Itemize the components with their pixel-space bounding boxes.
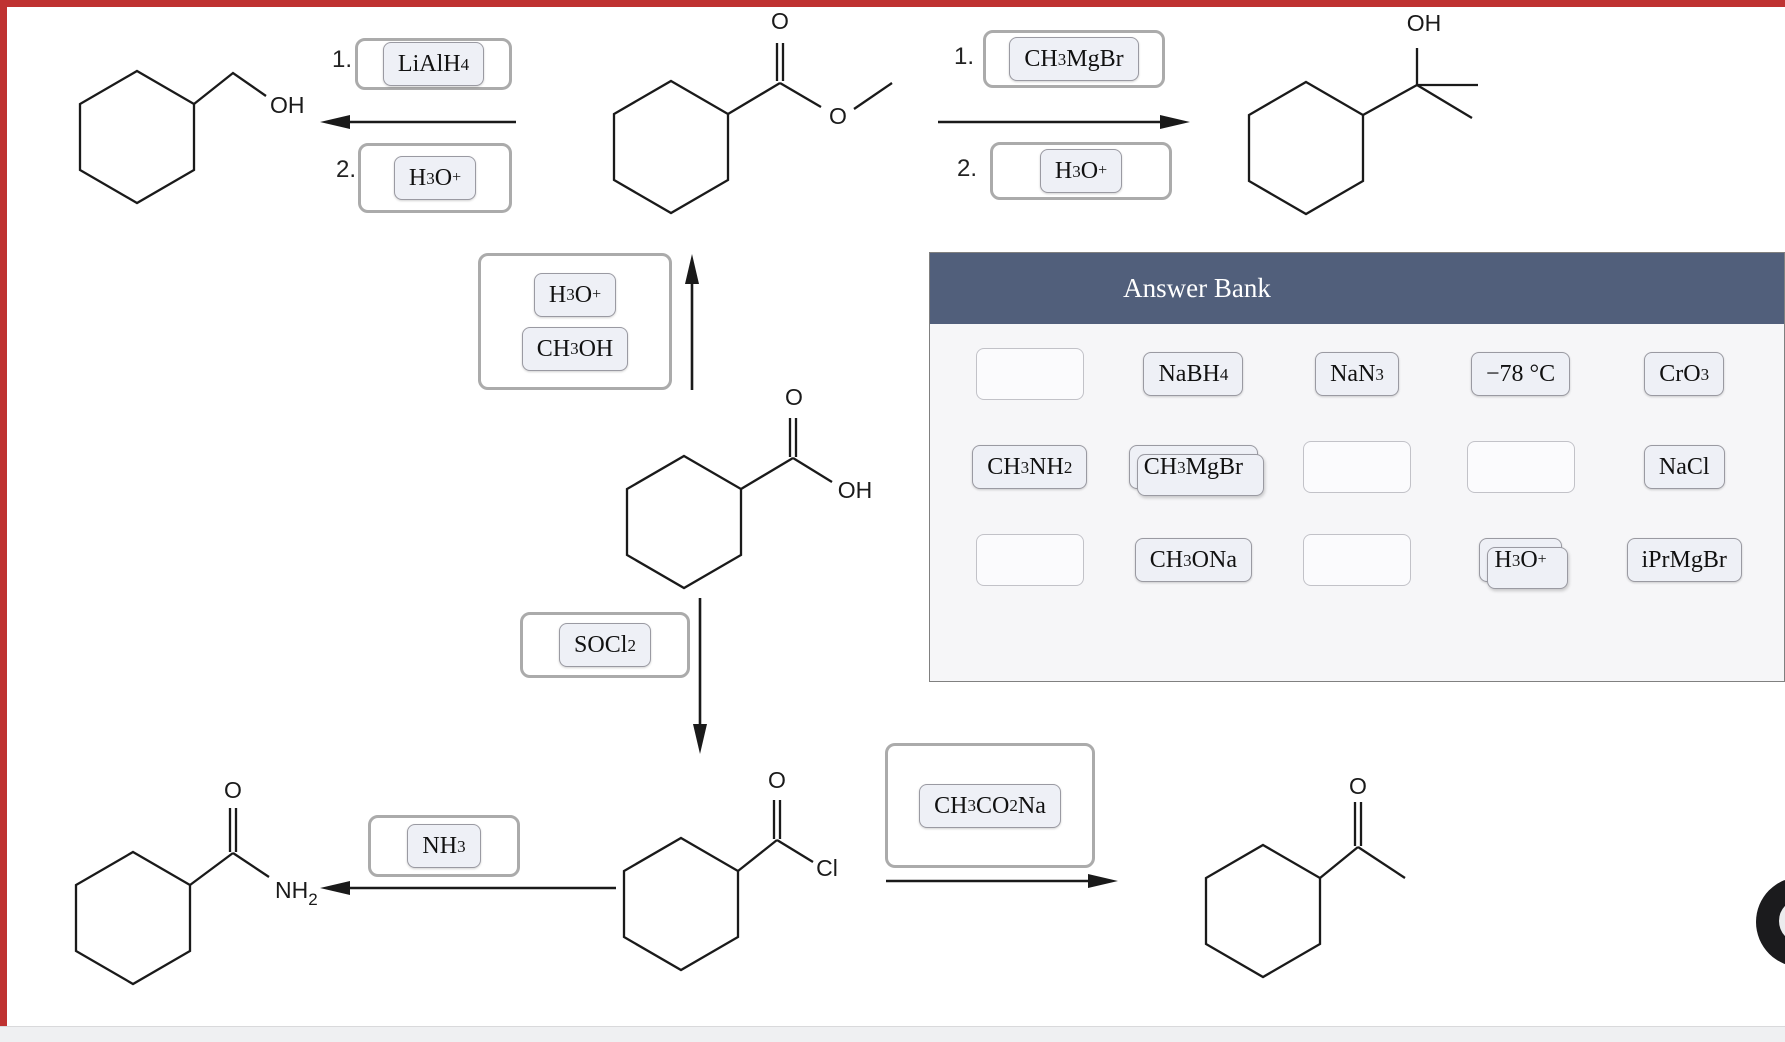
svg-text:OH: OH — [270, 92, 305, 118]
badge-ring-icon — [1779, 899, 1785, 943]
molecule-carboxylic-acid: O OH — [608, 373, 908, 608]
bank-empty-slot[interactable] — [975, 534, 1084, 586]
bank-chip[interactable]: −78 °C — [1471, 352, 1571, 396]
svg-text:NH2: NH2 — [275, 877, 318, 909]
page-border-left — [0, 0, 7, 1026]
reaction-arrow-ester-to-tert-alcohol — [936, 110, 1192, 139]
molecule-acid-chloride: O Cl — [608, 753, 908, 988]
molecule-primary-alcohol: OH — [58, 48, 328, 223]
horizontal-scrollbar-track[interactable] — [0, 1026, 1785, 1042]
svg-text:O: O — [768, 767, 786, 793]
answer-bank-header: Answer Bank — [930, 253, 1784, 324]
answer-bank-title: Answer Bank — [1123, 273, 1271, 303]
bank-empty-slot[interactable] — [1466, 441, 1575, 493]
molecule-methyl-ester: O O — [588, 3, 918, 223]
molecule-amide: O NH2 — [53, 753, 363, 998]
reaction-arrow-chloride-to-amide — [318, 876, 618, 905]
step-1-label-left: 1. — [332, 46, 353, 73]
svg-text:O: O — [829, 103, 847, 129]
svg-text:O: O — [771, 8, 789, 34]
svg-text:O: O — [785, 384, 803, 410]
step-1-label-right: 1. — [954, 43, 975, 70]
step-2-label-right: 2. — [957, 155, 978, 182]
svg-text:OH: OH — [838, 477, 873, 503]
molecule-methyl-ketone: O — [1183, 748, 1483, 988]
bank-chip[interactable]: iPrMgBr — [1626, 538, 1742, 582]
bank-empty-slot[interactable] — [975, 348, 1084, 400]
svg-text:O: O — [224, 777, 242, 803]
reaction-arrow-acid-to-ester — [680, 252, 704, 397]
bank-chip[interactable]: NaCl — [1643, 445, 1725, 489]
svg-text:Cl: Cl — [816, 855, 838, 881]
reaction-arrow-ester-to-alcohol — [318, 110, 518, 139]
bank-empty-slot[interactable] — [1302, 534, 1411, 586]
reaction-arrow-acid-to-chloride — [688, 596, 712, 761]
bank-empty-slot[interactable] — [1302, 441, 1411, 493]
step-2-label-left: 2. — [336, 156, 357, 183]
svg-text:O: O — [1349, 773, 1367, 799]
molecule-tertiary-alcohol: OH — [1238, 3, 1528, 223]
floating-badge-button[interactable] — [1756, 877, 1785, 967]
reaction-arrow-chloride-to-ketone — [884, 869, 1120, 898]
svg-text:OH: OH — [1407, 10, 1442, 36]
page-border-top — [0, 0, 1785, 7]
